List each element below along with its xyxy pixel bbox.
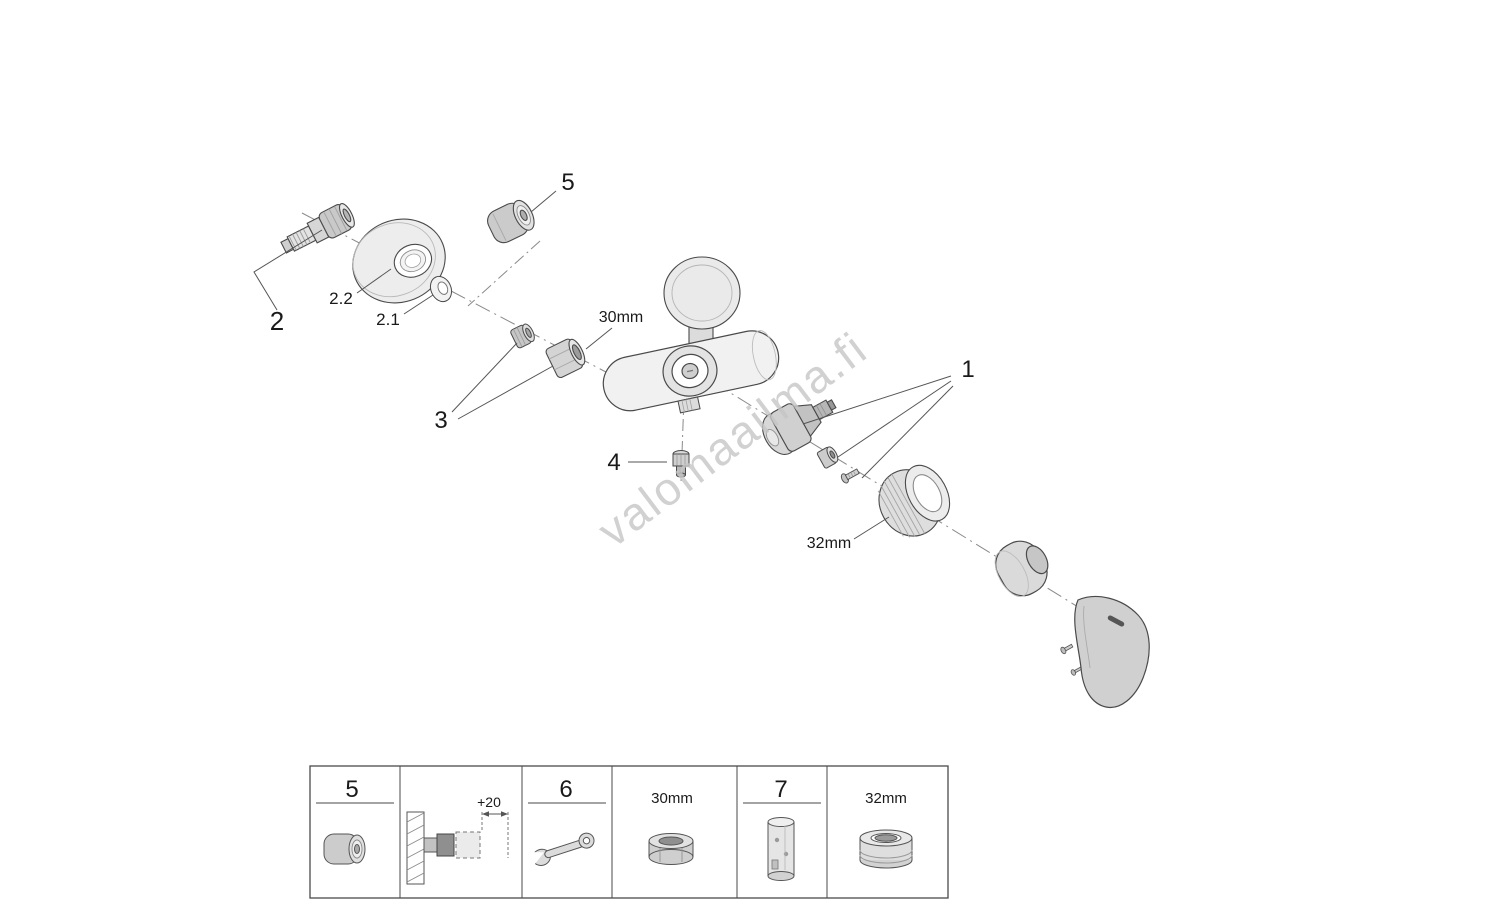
leader-2-2 [356, 268, 392, 294]
union-nut-30mm-part [545, 338, 586, 379]
legend-label-5: 5 [345, 776, 358, 803]
leader-5 [530, 190, 557, 213]
legend-label-32mm: 32mm [865, 790, 907, 807]
handle-cap-part [994, 540, 1049, 597]
check-valve-part [672, 450, 690, 478]
washer-part [429, 275, 453, 303]
dimension-32mm: 32mm [807, 535, 851, 552]
callout-5: 5 [561, 169, 574, 196]
cartridge-part [762, 399, 837, 455]
legend-label-6: 6 [559, 776, 572, 803]
legend-border [309, 765, 949, 899]
leader-1b [837, 380, 952, 458]
legend-label-30mm: 30mm [651, 790, 693, 807]
wrench-icon [526, 832, 595, 867]
callout-leader-lines [253, 190, 954, 540]
legend-label-plus20: +20 [477, 794, 501, 810]
cartridge-nut-part [816, 446, 839, 469]
leader-2-1 [403, 294, 434, 315]
legend-table: 5 +20 6 30mm 7 32mm [309, 765, 949, 899]
connection-cap-part [487, 199, 535, 244]
callout-1: 1 [961, 356, 974, 383]
axis-cartridge-segment [689, 367, 1149, 651]
union-nut-icon [648, 833, 694, 865]
wall-mounting-depth-icon [406, 811, 509, 885]
escutcheon-part [352, 218, 446, 304]
callout-2: 2 [270, 306, 284, 336]
retaining-ring-32mm-part [877, 464, 951, 538]
leader-3a [451, 342, 518, 413]
cartridge-icon [767, 817, 795, 881]
callout-4: 4 [607, 449, 620, 476]
mixer-body-part [602, 330, 780, 414]
cartridge-screw-part [840, 468, 860, 484]
leader-1c [861, 385, 954, 479]
connection-cap-icon [323, 833, 366, 865]
legend-cell-dividers [399, 766, 828, 898]
s-union-fitting-part [280, 203, 355, 254]
leader-3b [457, 365, 554, 420]
retaining-ring-icon [859, 829, 913, 869]
callout-3: 3 [434, 407, 447, 434]
leader-32mm [853, 516, 890, 540]
callout-2-1: 2.1 [376, 310, 400, 329]
callout-2-2: 2.2 [329, 289, 353, 308]
leader-30mm [585, 327, 613, 350]
axis-inlet-segment [301, 212, 649, 395]
leader-2 [253, 229, 323, 311]
dimension-30mm: 30mm [599, 309, 643, 326]
seal-gasket-part [510, 323, 535, 349]
wall-flange-part [663, 256, 741, 349]
handle-screw-1 [1060, 643, 1074, 655]
axis-cap5-branch [467, 240, 541, 307]
legend-label-7: 7 [774, 776, 787, 803]
leader-1a [802, 375, 952, 425]
lever-handle-part [1074, 595, 1150, 709]
